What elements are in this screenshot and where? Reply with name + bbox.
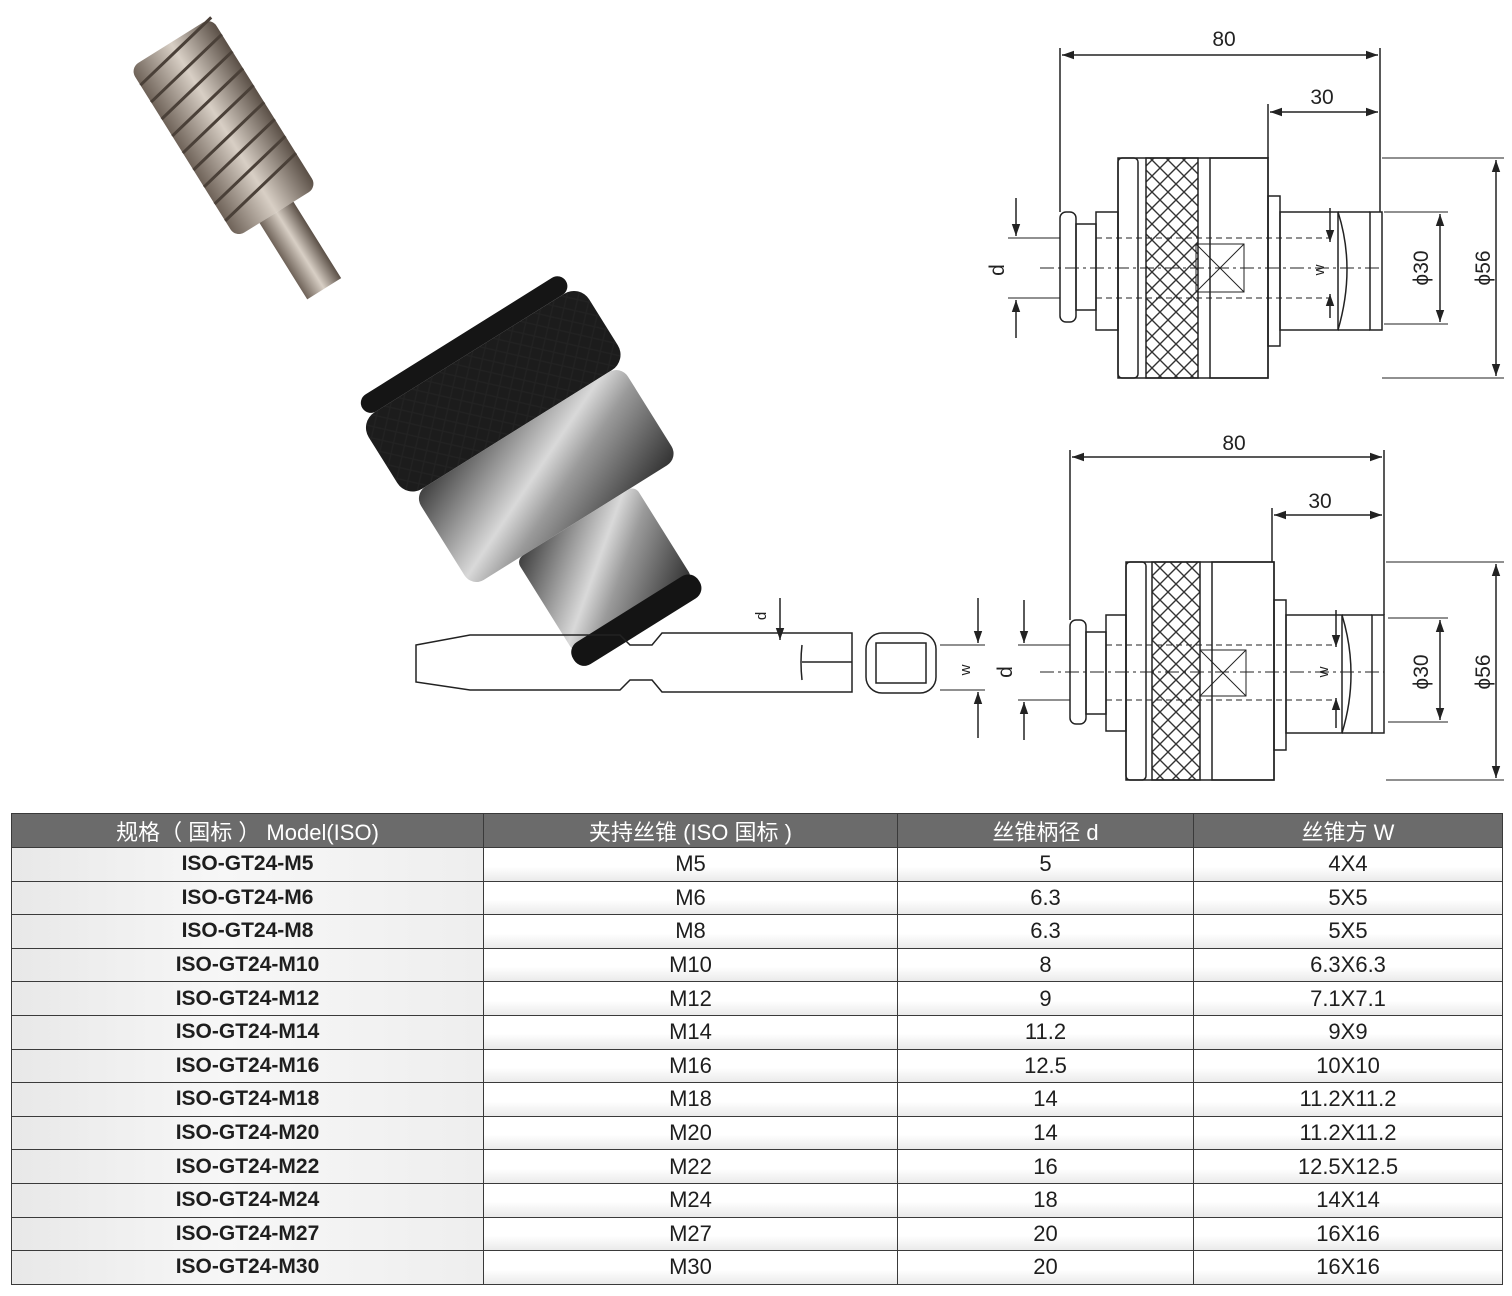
cell-tap: M6 xyxy=(483,880,898,916)
cell-model: ISO-GT24-M20 xyxy=(11,1115,484,1151)
cell-square: 6.3X6.3 xyxy=(1193,947,1503,983)
bottom-shank-length: 30 xyxy=(1308,490,1331,513)
cell-model: ISO-GT24-M14 xyxy=(11,1014,484,1050)
header-model: 规格（ 国标 ） Model(ISO) xyxy=(11,813,484,848)
cell-model: ISO-GT24-M24 xyxy=(11,1182,484,1218)
bottom-overall-length: 80 xyxy=(1222,432,1245,455)
tap-sketch xyxy=(415,598,985,738)
cell-tap: M22 xyxy=(483,1149,898,1184)
cell-tap: M5 xyxy=(483,847,898,882)
cell-tap: M24 xyxy=(483,1182,898,1218)
cell-tap: M27 xyxy=(483,1216,898,1252)
product-figure: 80 30 d w ϕ30 ϕ56 d w xyxy=(133,16,1504,781)
tap-w-label: w xyxy=(957,664,974,676)
cell-square: 16X16 xyxy=(1193,1250,1503,1285)
top-outer-diameter: ϕ56 xyxy=(1472,250,1495,285)
cell-shank-diameter: 6.3 xyxy=(897,914,1194,949)
cell-tap: M30 xyxy=(483,1250,898,1285)
cell-tap: M18 xyxy=(483,1082,898,1117)
cell-square: 11.2X11.2 xyxy=(1193,1115,1503,1151)
cell-model: ISO-GT24-M6 xyxy=(11,880,484,916)
top-inner-diameter: ϕ30 xyxy=(1410,250,1433,285)
top-overall-length: 80 xyxy=(1212,28,1235,51)
cell-tap: M16 xyxy=(483,1048,898,1084)
cell-square: 14X14 xyxy=(1193,1182,1503,1218)
cell-shank-diameter: 5 xyxy=(897,847,1194,882)
cell-model: ISO-GT24-M16 xyxy=(11,1048,484,1084)
cell-shank-diameter: 18 xyxy=(897,1182,1194,1218)
cell-shank-diameter: 16 xyxy=(897,1149,1194,1184)
tap-d-label: d xyxy=(753,612,770,620)
cell-model: ISO-GT24-M12 xyxy=(11,981,484,1016)
cell-shank-diameter: 12.5 xyxy=(897,1048,1194,1084)
cell-shank-diameter: 11.2 xyxy=(897,1014,1194,1050)
cell-tap: M20 xyxy=(483,1115,898,1151)
cell-square: 12.5X12.5 xyxy=(1193,1149,1503,1184)
cell-model: ISO-GT24-M5 xyxy=(11,847,484,882)
cell-model: ISO-GT24-M18 xyxy=(11,1082,484,1117)
cell-model: ISO-GT24-M27 xyxy=(11,1216,484,1252)
cell-square: 9X9 xyxy=(1193,1014,1503,1050)
top-shank-length: 30 xyxy=(1310,86,1333,109)
cell-shank-diameter: 20 xyxy=(897,1216,1194,1252)
cell-model: ISO-GT24-M8 xyxy=(11,914,484,949)
drawing-top xyxy=(1008,48,1504,379)
cell-shank-diameter: 14 xyxy=(897,1082,1194,1117)
cell-square: 16X16 xyxy=(1193,1216,1503,1252)
header-tap: 夹持丝锥 (ISO 国标 ) xyxy=(483,813,898,848)
cell-shank-diameter: 8 xyxy=(897,947,1194,983)
cell-tap: M14 xyxy=(483,1014,898,1050)
cell-tap: M12 xyxy=(483,981,898,1016)
cell-square: 5X5 xyxy=(1193,880,1503,916)
drawing-bottom-labels: 80 30 d w ϕ30 ϕ56 xyxy=(994,432,1495,690)
cell-tap: M8 xyxy=(483,914,898,949)
spec-table: 规格（ 国标 ） Model(ISO) 夹持丝锥 (ISO 国标 ) 丝锥柄径 … xyxy=(11,813,1503,1285)
cell-shank-diameter: 14 xyxy=(897,1115,1194,1151)
cell-square: 5X5 xyxy=(1193,914,1503,949)
cell-shank-diameter: 20 xyxy=(897,1250,1194,1285)
bottom-outer-diameter: ϕ56 xyxy=(1472,654,1495,689)
bottom-d-label: d xyxy=(994,666,1017,678)
cell-tap: M10 xyxy=(483,947,898,983)
cell-square: 10X10 xyxy=(1193,1048,1503,1084)
cell-square: 11.2X11.2 xyxy=(1193,1082,1503,1117)
cell-model: ISO-GT24-M22 xyxy=(11,1149,484,1184)
cell-square: 4X4 xyxy=(1193,847,1503,882)
top-d-label: d xyxy=(986,264,1009,276)
cell-model: ISO-GT24-M30 xyxy=(11,1250,484,1285)
cell-shank-diameter: 9 xyxy=(897,981,1194,1016)
header-shank-diameter: 丝锥柄径 d xyxy=(897,813,1194,848)
table-header-row: 规格（ 国标 ） Model(ISO) 夹持丝锥 (ISO 国标 ) 丝锥柄径 … xyxy=(11,813,1503,848)
header-square: 丝锥方 W xyxy=(1193,813,1503,848)
cell-model: ISO-GT24-M10 xyxy=(11,947,484,983)
cell-square: 7.1X7.1 xyxy=(1193,981,1503,1016)
bottom-inner-diameter: ϕ30 xyxy=(1410,654,1433,689)
drawing-top-labels: 80 30 d w ϕ30 ϕ56 xyxy=(986,28,1495,286)
drawing-bottom xyxy=(1018,450,1504,781)
top-w-label: w xyxy=(1311,264,1328,276)
bottom-w-label: w xyxy=(1315,666,1332,678)
cell-shank-diameter: 6.3 xyxy=(897,880,1194,916)
product-photo xyxy=(133,16,702,666)
